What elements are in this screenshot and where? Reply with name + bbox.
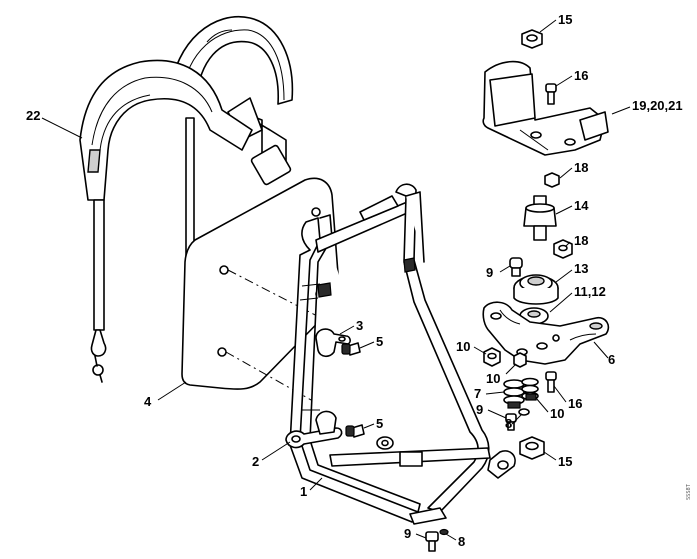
callout-16-lower: 16 (568, 396, 582, 411)
callout-4: 4 (144, 394, 152, 409)
callout-19-20-21: 19,20,21 (632, 98, 683, 113)
washer-bottom (439, 528, 449, 536)
springs-and-washers (503, 377, 539, 409)
flange-bearing (513, 274, 559, 305)
upper-clamp (315, 328, 351, 358)
side-reference-text: SSS8T (686, 483, 692, 500)
rubber-buffer (523, 195, 557, 241)
callout-9-upper: 9 (486, 265, 493, 280)
callout-13: 13 (574, 261, 588, 276)
screw-right-spring (545, 371, 557, 393)
nut-top (521, 29, 543, 49)
shoulder-harness-straps (79, 15, 294, 383)
callout-3: 3 (356, 318, 363, 333)
nut-bottom-right (519, 436, 545, 460)
callout-14: 14 (574, 198, 589, 213)
callout-8-bottom: 8 (458, 534, 465, 549)
callout-18-lower: 18 (574, 233, 588, 248)
washer-lower-spring (518, 408, 530, 416)
callout-9-bottom: 9 (404, 526, 411, 541)
lower-clamp (285, 410, 343, 449)
nut-left-of-plate (483, 347, 501, 367)
callout-8-middle: 8 (505, 416, 512, 431)
callout-15-lower: 15 (558, 454, 572, 469)
mounting-bracket (482, 60, 609, 156)
upper-screw (341, 342, 361, 356)
callout-labels: 15 16 19,20,21 18 14 18 9 13 11,12 6 10 … (26, 12, 683, 549)
callout-1: 1 (300, 484, 307, 499)
callout-5-upper: 5 (376, 334, 383, 349)
leader-lines (41, 19, 631, 541)
callout-10-middle: 10 (486, 371, 500, 386)
screw-left-of-flange (509, 257, 523, 277)
screw-bottom (425, 531, 439, 552)
callout-9-middle: 9 (476, 402, 483, 417)
callout-22: 22 (26, 108, 40, 123)
callout-6: 6 (608, 352, 615, 367)
callout-18-upper: 18 (574, 160, 588, 175)
callout-7: 7 (474, 386, 481, 401)
callout-5-lower: 5 (376, 416, 383, 431)
mounting-plate (482, 301, 610, 365)
callout-10-left: 10 (456, 339, 470, 354)
callout-10-right: 10 (550, 406, 564, 421)
screw-top-bracket (545, 83, 557, 105)
callout-16-top: 16 (574, 68, 588, 83)
callout-15-top: 15 (558, 12, 572, 27)
nut-below-bracket (544, 172, 560, 188)
screw-lower-spring (505, 413, 517, 431)
callout-2: 2 (252, 454, 259, 469)
callout-11-12: 11,12 (574, 284, 606, 299)
lower-screw (345, 424, 365, 438)
nut-under-plate (513, 352, 527, 368)
